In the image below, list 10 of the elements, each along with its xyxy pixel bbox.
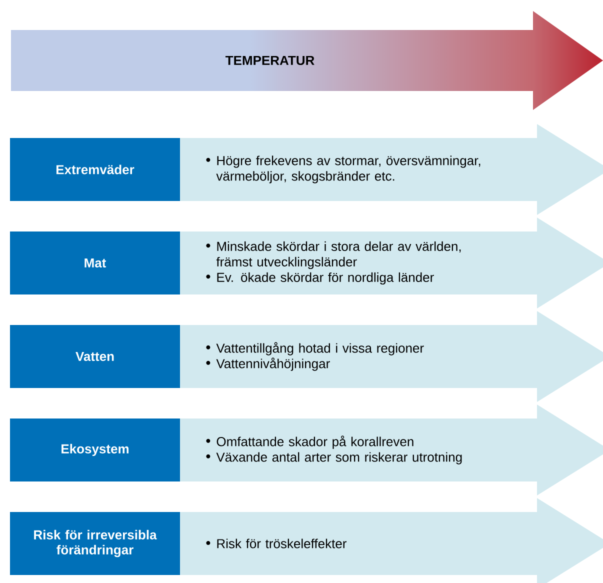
category-box: Mat bbox=[10, 232, 180, 294]
category-box: Ekosystem bbox=[10, 418, 180, 482]
chevron-band: Risk för tröskeleffekter bbox=[180, 498, 603, 583]
chevron-band: Vattentillgång hotad i vissa regioner Vattennivåhöjningar bbox=[180, 311, 603, 402]
chevron-band: Minskade skördar i stora delar av världen, främst utvecklingsländer Ev. ökade skördar för nordliga länder bbox=[180, 218, 603, 308]
chevron-band: Högre frekevens av stormar, översvämningar, värmeböljor, skogsbränder etc. bbox=[180, 124, 603, 215]
chevron-band: Omfattande skador på korallreven Växande antal arter som riskerar utrotning bbox=[180, 404, 603, 496]
category-box: Vatten bbox=[10, 325, 180, 388]
category-box: Risk för irreversibla förändringar bbox=[10, 512, 180, 575]
category-box: Extremväder bbox=[10, 138, 180, 201]
